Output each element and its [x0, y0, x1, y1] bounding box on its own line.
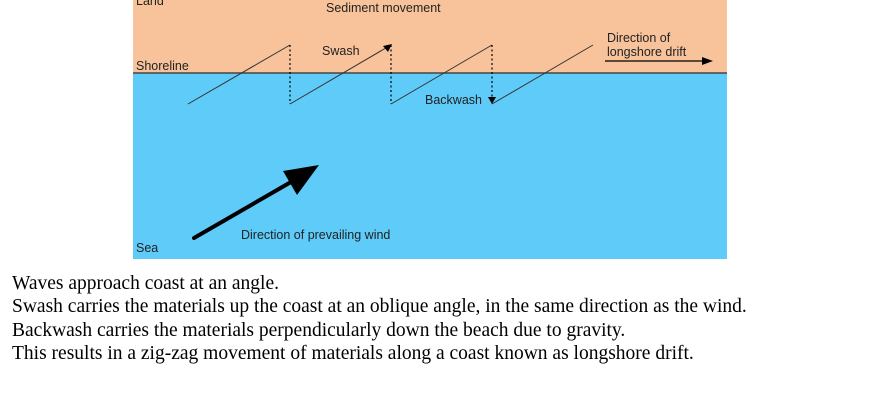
- longshore-drift-diagram: Land Sediment movement Swash Backwash Sh…: [133, 0, 727, 259]
- swash-line: [390, 44, 493, 105]
- caption-line: This results in a zig-zag movement of ma…: [12, 342, 694, 364]
- swash-line: [289, 44, 392, 105]
- sea-area: [133, 73, 727, 259]
- diagram-canvas: Land Sediment movement Swash Backwash Sh…: [133, 0, 727, 259]
- longshore-drift-arrowhead: [702, 57, 713, 65]
- swash-arrowhead: [383, 44, 392, 52]
- caption-line: Swash carries the materials up the coast…: [12, 296, 747, 318]
- diagram-caption: Waves approach coast at an angle. Swash …: [12, 272, 872, 365]
- swash-label: Swash: [322, 44, 360, 58]
- swash-line: [187, 44, 291, 105]
- backwash-paths: [289, 45, 493, 104]
- backwash-label: Backwash: [425, 93, 482, 107]
- backwash-arrowhead: [488, 97, 496, 104]
- longshore-drift-label-line2: longshore drift: [607, 45, 687, 59]
- swash-line: [491, 44, 594, 105]
- swash-paths: [187, 44, 594, 105]
- shoreline-label: Shoreline: [136, 59, 189, 73]
- land-label: Land: [136, 0, 164, 8]
- prevailing-wind-label: Direction of prevailing wind: [241, 228, 390, 242]
- prevailing-wind-arrow: [192, 180, 293, 240]
- longshore-drift-label-line1: Direction of: [607, 31, 671, 45]
- sediment-movement-label: Sediment movement: [326, 1, 441, 15]
- caption-line: Waves approach coast at an angle.: [12, 273, 279, 294]
- prevailing-wind-arrowhead: [283, 165, 319, 195]
- sea-label: Sea: [136, 241, 158, 255]
- caption-line: Backwash carries the materials perpendic…: [12, 319, 626, 341]
